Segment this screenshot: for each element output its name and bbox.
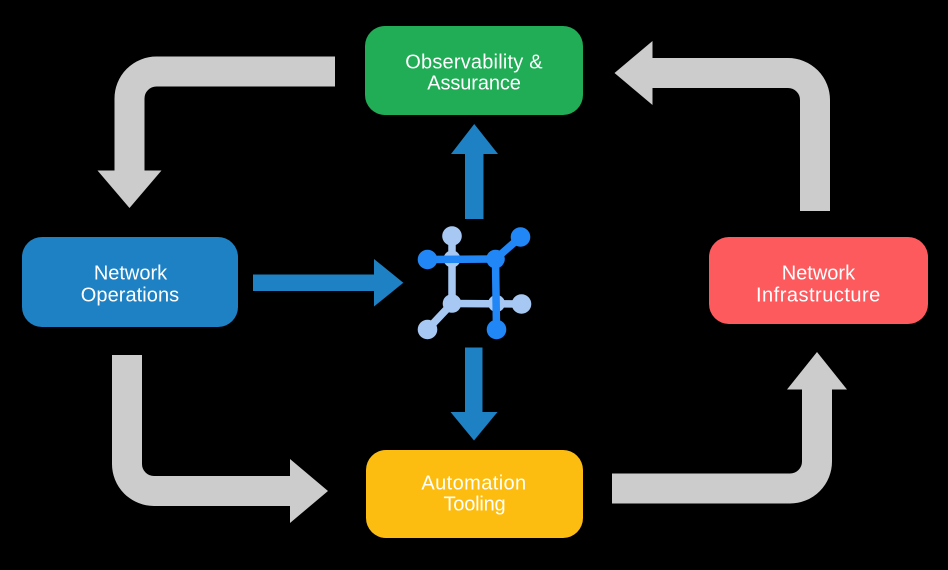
svg-text:Operations: Operations (81, 284, 179, 306)
svg-text:Tooling: Tooling (444, 494, 506, 516)
svg-text:Observability &: Observability & (405, 51, 543, 73)
svg-text:Infrastructure: Infrastructure (756, 285, 881, 307)
svg-text:Network: Network (782, 262, 856, 284)
svg-text:Network: Network (94, 262, 168, 284)
svg-text:Automation: Automation (421, 472, 526, 494)
svg-text:Assurance: Assurance (427, 73, 521, 95)
